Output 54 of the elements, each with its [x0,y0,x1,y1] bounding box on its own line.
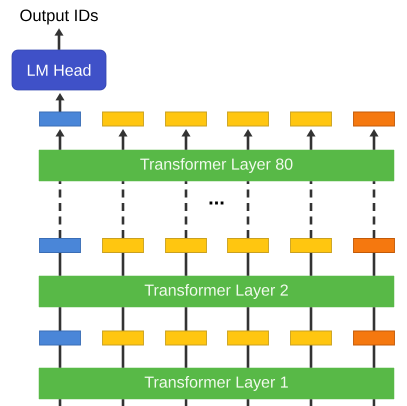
dashed-line [372,181,376,238]
connector-line [184,345,188,368]
connector-line [372,252,376,276]
token-box [165,112,207,126]
token-box [290,112,332,126]
connector-line [372,345,376,368]
connector-line [58,252,62,276]
token-box [227,112,269,126]
layer-box: Transformer Layer 1 [38,368,394,400]
ellipsis-text: ... [210,202,224,204]
dashed-line [58,181,62,238]
token-box [102,112,144,126]
dashed-line [246,181,250,238]
token-box [165,330,207,346]
token-box [227,330,269,346]
connector-line [246,345,250,368]
token-box [353,330,395,346]
layer-box: Transformer Layer 2 [38,276,394,308]
head-box: LM Head [12,50,106,90]
token-box [102,330,144,346]
connector-line [310,399,312,406]
token-box [102,238,144,253]
output-label: Output IDs [20,10,98,24]
connector-line [58,399,62,406]
connector-line [122,345,124,368]
connector-line [122,307,124,331]
connector-line [246,399,250,406]
token-box [39,112,81,126]
connector-line [372,307,376,331]
connector-line [184,307,188,331]
connector-line [310,252,312,276]
connector-line [246,252,250,276]
token-box [290,238,332,253]
token-box [290,330,332,346]
token-box [39,238,81,253]
connector-line [246,307,250,331]
connector-line [58,345,62,368]
layer-box: Transformer Layer 80 [38,150,394,182]
token-box [39,330,81,346]
token-box [165,238,207,253]
connector-line [184,399,188,406]
connector-line [122,399,124,406]
dashed-line [122,181,124,238]
connector-line [372,399,376,406]
token-box [227,238,269,253]
connector-line [310,345,312,368]
dashed-line [310,181,312,238]
connector-line [122,252,124,276]
token-box [353,112,395,126]
token-box [353,238,395,253]
connector-line [58,307,62,331]
connector-line [184,252,188,276]
connector-line [310,307,312,331]
dashed-line [184,181,188,238]
